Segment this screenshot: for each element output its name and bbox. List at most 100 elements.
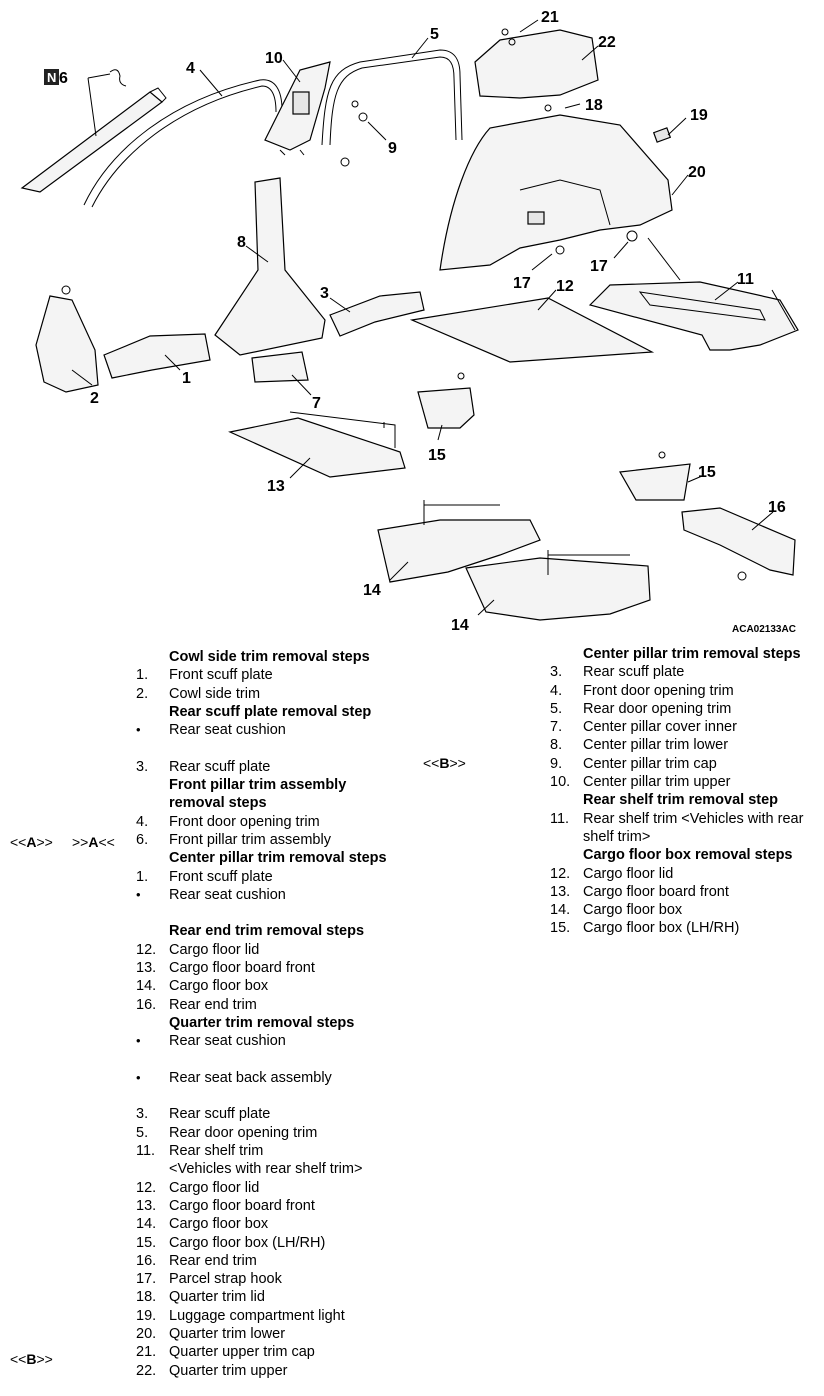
step-number: 6.	[136, 831, 149, 848]
step-item: 15.Cargo floor box (LH/RH)	[136, 1234, 436, 1252]
step-number: 5.	[550, 700, 563, 717]
part-cargo-floor-box-left	[377, 500, 541, 583]
step-item: 1. Front scuff plate	[136, 666, 436, 684]
step-number: 3.	[136, 1106, 149, 1123]
step-text: Quarter trim lid	[169, 1289, 265, 1306]
step-number: 5.	[136, 1124, 149, 1141]
part-cargo-floor-box-right	[465, 550, 651, 621]
step-number: 1.	[136, 868, 149, 885]
step-heading: Rear end trim removal steps	[136, 922, 436, 940]
callout-19: 19	[690, 107, 708, 124]
step-text: Cargo floor lid	[169, 1179, 260, 1196]
part-front-scuff-plate	[103, 333, 211, 379]
exploded-parts-diagram: N 6 4 10 5 9 21 22 18 19 20 8 11 12 3 17…	[20, 9, 799, 635]
step-number: 8.	[550, 737, 563, 754]
callout-11: 11	[737, 271, 754, 288]
step-text: Cargo floor lid	[583, 865, 674, 882]
step-item: 12.Cargo floor lid	[136, 1179, 436, 1197]
step-text: Rear scuff plate removal step	[169, 703, 372, 720]
step-text: Rear scuff plate	[169, 1106, 271, 1123]
step-text: Rear seat cushion	[169, 1033, 286, 1050]
step-item: 3.Rear scuff plate	[550, 663, 822, 681]
step-item: 12. Cargo floor lid	[136, 941, 436, 959]
step-text: Cargo floor lid	[169, 941, 260, 958]
callout-15b: 15	[698, 464, 716, 481]
step-spacer	[136, 1087, 436, 1105]
step-text: Cargo floor board front	[169, 1197, 315, 1214]
step-number: 15.	[136, 1234, 157, 1251]
step-item: 4.Front door opening trim	[136, 813, 436, 831]
step-text: Center pillar trim lower	[583, 737, 729, 754]
step-number: 14.	[136, 978, 157, 995]
step-text: Front pillar trim assembly	[169, 777, 347, 794]
part-rear-scuff-plate	[329, 291, 425, 337]
step-number: 9.	[550, 755, 563, 772]
step-heading: Center pillar trim removal steps	[550, 645, 822, 663]
callout-10: 10	[265, 50, 283, 67]
step-item: •Rear seat back assembly	[136, 1069, 436, 1087]
callout-12: 12	[556, 278, 574, 295]
step-text: Rear scuff plate	[583, 664, 685, 681]
callout-14a: 14	[363, 582, 381, 599]
step-item: <Vehicles with rear shelf trim>	[136, 1160, 436, 1178]
step-text: Quarter upper trim cap	[169, 1344, 315, 1361]
marker-b-service-mid: <<B>>	[423, 755, 466, 771]
step-number: 13.	[136, 1197, 157, 1214]
step-number: 12.	[136, 941, 157, 958]
step-number: 16.	[136, 996, 157, 1013]
step-item: 16.Rear end trim	[136, 1252, 436, 1270]
step-heading: Center pillar trim removal steps	[136, 849, 436, 867]
step-item: •Rear seat cushion	[136, 886, 436, 904]
step-item: 4.Front door opening trim	[550, 682, 822, 700]
step-spacer	[136, 739, 436, 757]
part-rear-door-opening-trim	[321, 49, 463, 146]
step-item: 11.Rear shelf trim <Vehicles with rear	[550, 810, 822, 828]
step-text: Parcel strap hook	[169, 1271, 282, 1288]
step-number: 11.	[136, 1143, 156, 1160]
step-item: 15.Cargo floor box (LH/RH)	[550, 919, 822, 937]
step-number: 12.	[550, 865, 571, 882]
n-badge-label: N	[47, 70, 56, 85]
step-item: 12. Cargo floor lid	[550, 865, 822, 883]
step-number: 18.	[136, 1289, 157, 1306]
step-number: 1.	[136, 667, 149, 684]
step-text: <Vehicles with rear shelf trim>	[169, 1161, 363, 1178]
callout-1: 1	[182, 370, 191, 387]
step-item: 22.Quarter trim upper	[136, 1362, 436, 1380]
step-text: Front pillar trim assembly	[169, 831, 331, 848]
step-item: 13. Cargo floor board front	[550, 883, 822, 901]
part-cargo-floor-lid	[409, 297, 655, 363]
step-text: Front scuff plate	[169, 667, 273, 684]
marker-a-service-left: <<A>>	[10, 834, 53, 850]
n-badge	[44, 69, 59, 85]
step-number: 13.	[550, 883, 571, 900]
step-text: Front door opening trim	[583, 682, 734, 699]
callout-17a: 17	[513, 275, 531, 292]
step-heading: Cargo floor box removal steps	[550, 846, 822, 864]
step-number: 19.	[136, 1307, 157, 1324]
callout-17b: 17	[590, 258, 608, 275]
step-text: Cargo floor board front	[583, 883, 729, 900]
leader-lines	[71, 19, 774, 616]
callout-14b: 14	[451, 617, 469, 634]
step-text: Quarter trim removal steps	[169, 1014, 355, 1031]
step-text: Quarter trim lower	[169, 1325, 286, 1342]
step-heading: Quarter trim removal steps	[136, 1014, 436, 1032]
step-spacer	[136, 904, 436, 922]
step-item: 13.Cargo floor board front	[136, 959, 436, 977]
step-item: 13. Cargo floor board front	[136, 1197, 436, 1215]
step-item: 14.Cargo floor box	[136, 1215, 436, 1233]
step-item: 16.Rear end trim	[136, 996, 436, 1014]
step-text: Quarter trim upper	[169, 1362, 288, 1379]
step-item: 8. Center pillar trim lower	[550, 736, 822, 754]
callout-3: 3	[320, 285, 329, 302]
step-spacer	[136, 1051, 436, 1069]
part-rear-end-trim	[681, 507, 796, 581]
callouts: 6 4 10 5 9 21 22 18 19 20 8 11 12 3 17 1…	[59, 9, 786, 634]
step-text: Center pillar trim cap	[583, 755, 717, 772]
callout-21: 21	[541, 9, 559, 26]
step-number: •	[136, 1033, 141, 1049]
step-text: Cowl side trim	[169, 685, 261, 702]
step-item: 5.Rear door opening trim	[550, 700, 822, 718]
